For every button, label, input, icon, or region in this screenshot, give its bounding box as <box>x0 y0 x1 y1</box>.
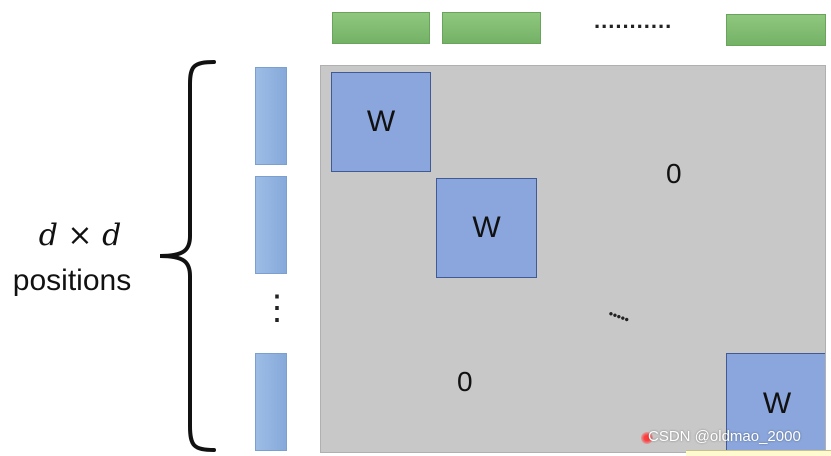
left-brace <box>159 60 216 452</box>
weight-block-label: W <box>366 105 396 138</box>
left-column-ellipsis: ⋮ <box>260 289 294 327</box>
positions-label: positions <box>12 264 132 297</box>
top-row-ellipsis: ........... <box>594 8 673 33</box>
top-vector-bar-2 <box>442 12 541 44</box>
left-vector-bar-3 <box>255 353 287 451</box>
left-vector-bar-1 <box>255 67 287 165</box>
weight-block-label: W <box>762 387 792 420</box>
diagonal-ellipsis: ••••• <box>606 306 632 327</box>
top-vector-bar-3 <box>726 14 826 46</box>
weight-block-1: W <box>331 72 431 172</box>
top-vector-bar-1 <box>332 12 430 44</box>
red-dot-marker <box>641 432 653 444</box>
zero-lower: 0 <box>457 366 473 397</box>
dimension-formula: d × d <box>38 218 122 253</box>
block-diagonal-matrix: W W 0 0 ••••• W <box>320 65 826 453</box>
weight-block-label: W <box>472 211 501 244</box>
weight-block-3: W <box>726 353 825 452</box>
yellow-strip <box>686 450 831 456</box>
zero-upper: 0 <box>666 158 682 189</box>
weight-block-2: W <box>436 178 537 278</box>
watermark: CSDN @oldmao_2000 <box>648 428 801 445</box>
left-vector-bar-2 <box>255 176 287 274</box>
